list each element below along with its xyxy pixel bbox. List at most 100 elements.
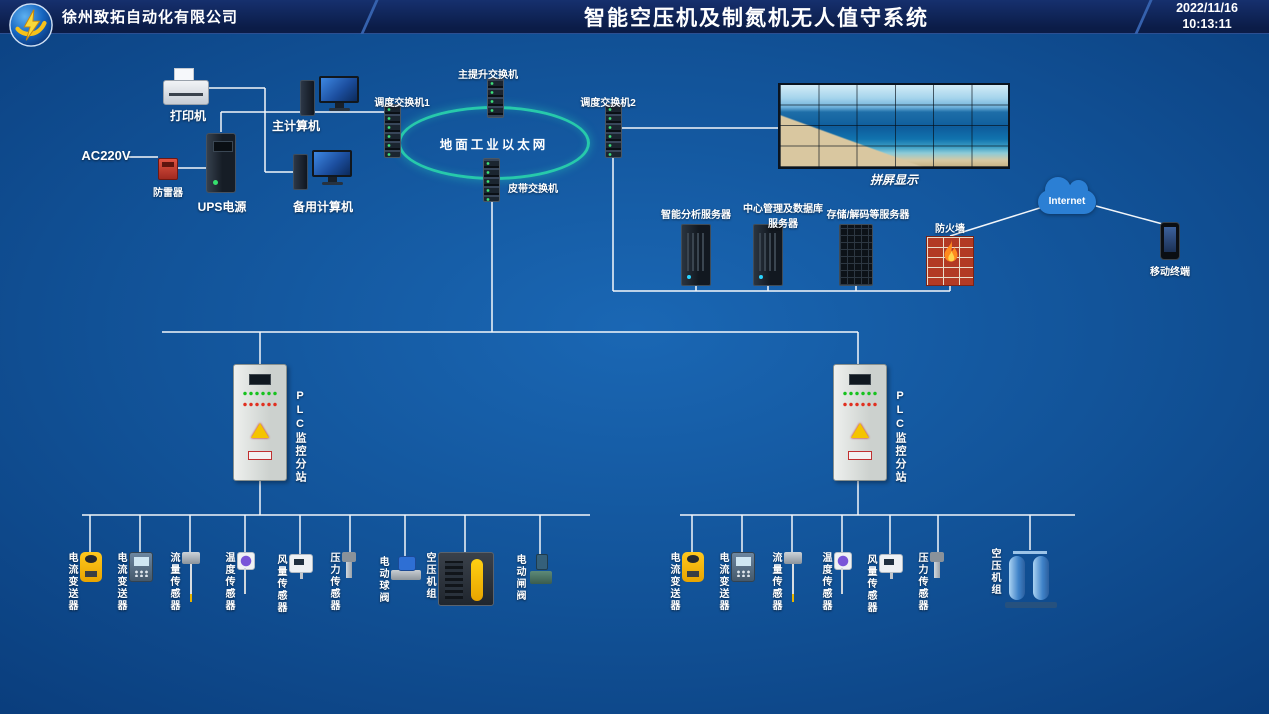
flow-sensor-icon [182,552,200,604]
flow-sensor-icon [784,552,802,604]
air-volume-sensor-icon [879,554,903,579]
ethernet-ring-label: 地面工业以太网 [439,137,549,152]
plc-station-label: PLC监控分站 [894,390,906,484]
backup-computer-icon[interactable] [293,150,353,192]
indicator-lights-red [242,402,278,407]
database-server-icon[interactable] [753,224,783,286]
device-label: 空压机组 [424,552,435,600]
analysis-server-icon[interactable] [681,224,711,286]
device-air-volume-sensor[interactable]: 风量传感器 [864,554,903,614]
dispatch-switch-1-icon[interactable] [384,104,401,158]
plc-cabinet-icon [833,364,887,481]
mobile-terminal-label: 移动终端 [1150,267,1190,278]
device-label: 风量传感器 [275,554,286,614]
storage-server-icon[interactable] [839,224,873,286]
pressure-sensor-icon [930,552,944,579]
nitrogen-generator-icon [1003,548,1059,608]
temperature-sensor-icon [834,552,852,596]
dispatch-switch-2-icon[interactable] [605,104,622,158]
main-computer-icon[interactable] [300,76,360,118]
video-wall[interactable] [778,83,1010,169]
date-text: 2022/11/16 [1176,0,1238,15]
datetime-display: 2022/11/16 10:13:11 [1151,1,1269,32]
cabinet-nameplate [848,451,872,460]
header-divider [1134,0,1153,34]
device-label: 电流变送器 [66,552,77,612]
warning-triangle-icon [251,423,269,438]
power-source-label: AC220V [81,148,131,163]
company-logo-icon [9,3,53,47]
time-text: 10:13:11 [1182,16,1232,31]
printer-label: 打印机 [169,109,206,123]
flame-icon [944,239,958,262]
device-label: 流量传感器 [770,552,781,612]
generator-pipe [1013,551,1047,554]
device-air-compressor-unit[interactable]: 空压机组 [423,552,494,606]
current-transmitter-icon [682,552,704,582]
device-label: 温度传感器 [820,552,831,612]
warning-triangle-icon [851,423,869,438]
device-label: 压力传感器 [328,552,339,612]
plc-station-label: PLC监控分站 [294,390,306,484]
plc-station-right[interactable]: PLC监控分站 [833,364,906,484]
internet-cloud-icon[interactable]: Internet [1038,177,1096,214]
pc-stand [335,103,344,108]
mobile-terminal-icon[interactable] [1160,222,1180,260]
generator-base [1005,602,1057,608]
database-server-label: 中心管理及数据库服务器 [743,204,823,230]
device-temperature-sensor[interactable]: 温度传感器 [222,552,255,612]
device-label: 风量传感器 [865,554,876,614]
current-transmitter-icon [80,552,102,582]
pc-tower [300,80,315,116]
device-air-compressor-unit[interactable]: 空压机组 [988,548,1059,608]
device-label: 电动球阀 [377,556,388,604]
belt-switch-icon[interactable] [483,158,500,202]
main-computer-label: 主计算机 [271,119,320,133]
pc-stand [328,177,337,182]
current-transmitter-icon [731,552,755,582]
device-electric-gate-valve[interactable]: 电动闸阀 [513,554,554,602]
device-label: 压力传感器 [916,552,927,612]
device-label: 电动闸阀 [514,554,525,602]
pc-monitor [312,150,352,177]
pc-tower [293,154,308,190]
plc-station-left[interactable]: PLC监控分站 [233,364,306,484]
dispatch-switch-1-label: 调度交换机1 [374,98,430,109]
air-compressor-icon [438,552,494,606]
plc-cabinet-icon [233,364,287,481]
pc-monitor [319,76,359,103]
device-label: 空压机组 [989,548,1000,596]
device-label: 电流变送器 [717,552,728,612]
pressure-sensor-icon [342,552,356,579]
device-current-transmitter-1[interactable]: 电流变送器 [65,552,102,612]
gate-valve-icon [528,554,554,584]
page-title: 智能空压机及制氮机无人值守系统 [584,6,929,30]
cabinet-display [249,374,271,385]
surge-protector-label: 防雷器 [153,188,183,199]
firewall-icon[interactable] [926,236,974,286]
device-electric-ball-valve[interactable]: 电动球阀 [376,556,421,604]
device-pressure-sensor[interactable]: 压力传感器 [327,552,356,612]
device-current-transmitter-2[interactable]: 电流变送器 [716,552,755,612]
belt-switch-label: 皮带交换机 [508,184,558,195]
device-label: 流量传感器 [168,552,179,612]
device-flow-sensor[interactable]: 流量传感器 [167,552,200,612]
temperature-sensor-icon [237,552,255,596]
device-temperature-sensor[interactable]: 温度传感器 [819,552,852,612]
device-pressure-sensor[interactable]: 压力传感器 [915,552,944,612]
indicator-lights-green [242,391,278,396]
ups-power-icon[interactable] [206,133,236,193]
video-wall-label: 拼屏显示 [869,173,918,187]
device-flow-sensor[interactable]: 流量传感器 [769,552,802,612]
device-current-transmitter-1[interactable]: 电流变送器 [667,552,704,612]
device-air-volume-sensor[interactable]: 风量传感器 [274,554,313,614]
printer-slot [169,93,203,96]
ball-valve-icon [391,556,421,580]
printer-icon[interactable] [163,68,209,105]
printer-body [163,80,209,105]
dispatch-switch-2-label: 调度交换机2 [580,98,636,109]
surge-protector-icon[interactable] [158,158,178,180]
device-current-transmitter-2[interactable]: 电流变送器 [114,552,153,612]
main-hoist-switch-icon[interactable] [487,78,504,118]
